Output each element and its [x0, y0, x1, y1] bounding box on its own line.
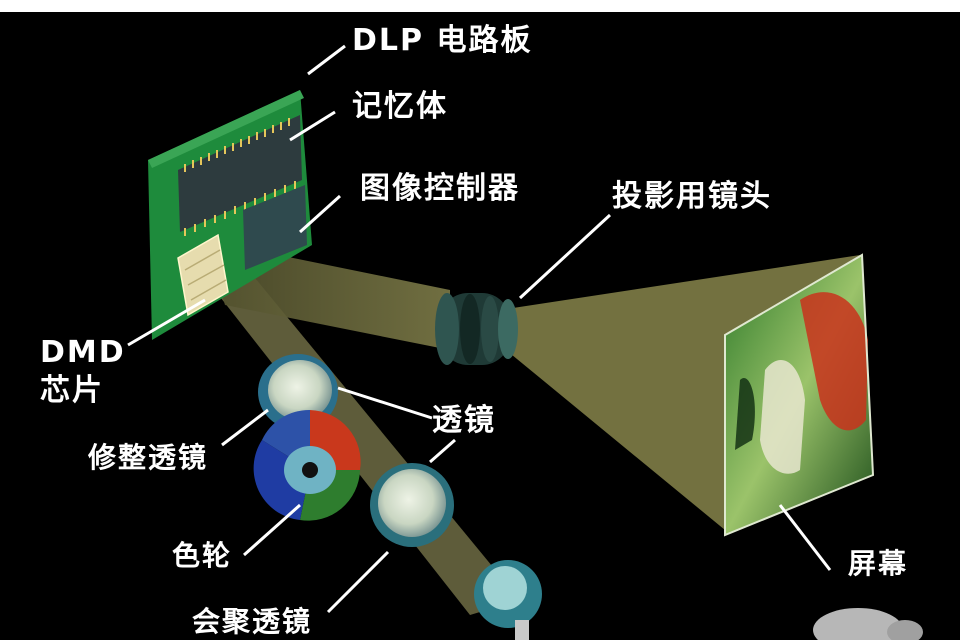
memory-chip [178, 115, 302, 232]
label-color-wheel: 色轮 [172, 539, 233, 572]
label-dmd-line1: DMD [40, 335, 126, 370]
image-controller-chip [243, 185, 307, 270]
label-image-controller: 图像控制器 [360, 171, 520, 206]
watermark-logo [813, 608, 923, 640]
label-memory: 记忆体 [352, 89, 448, 124]
dmd-chip [177, 233, 229, 317]
leader-memory [289, 110, 336, 142]
leader-lens-b [429, 438, 456, 464]
leader-lens-a [337, 386, 433, 420]
label-condenser-lens: 会聚透镜 [192, 605, 313, 638]
label-lens: 透镜 [432, 403, 496, 438]
label-projection-lens: 投影用镜头 [612, 179, 772, 214]
condenser-lens [474, 560, 542, 640]
leader-dlp-board [307, 44, 346, 76]
projection-lens-barrel [435, 293, 518, 365]
leader-projection-lens [518, 213, 612, 300]
leader-trim-lens [221, 408, 269, 447]
leader-color-wheel [243, 503, 301, 557]
label-dlp-board: DLP 电路板 [352, 23, 533, 58]
leader-screen [778, 504, 832, 571]
color-wheel [253, 409, 361, 521]
projection-screen [724, 253, 875, 537]
label-screen: 屏幕 [848, 547, 909, 580]
label-dmd-line2: 芯片 [40, 373, 104, 408]
dlp-circuit-board [148, 90, 312, 340]
middle-lens [370, 463, 454, 547]
leader-condenser [326, 550, 390, 614]
leader-lines [127, 44, 832, 614]
leader-image-controller [298, 194, 342, 234]
label-trim-lens: 修整透镜 [88, 441, 209, 474]
leader-dmd [127, 298, 206, 347]
